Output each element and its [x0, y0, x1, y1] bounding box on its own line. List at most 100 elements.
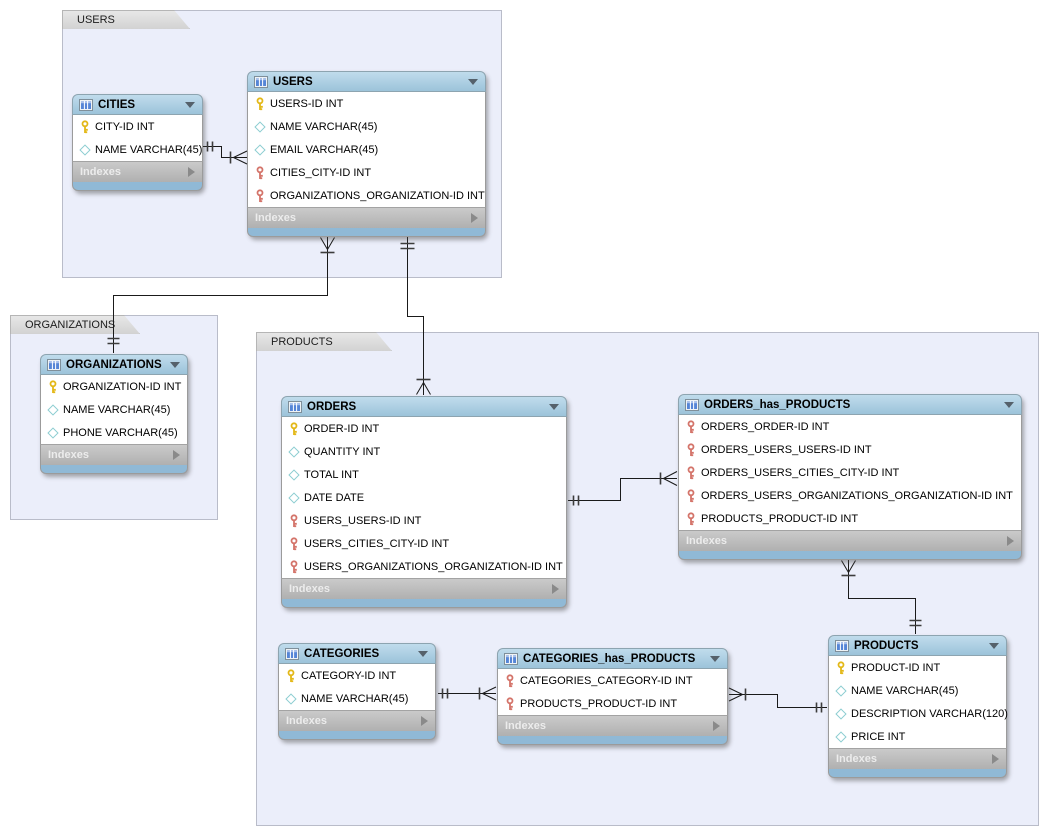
indexes-label: Indexes	[255, 212, 296, 224]
column-row[interactable]: PRODUCTS_PRODUCT-ID INT	[498, 692, 727, 715]
table-icon	[504, 653, 518, 665]
column-row[interactable]: CATEGORIES_CATEGORY-ID INT	[498, 669, 727, 692]
table-footer-strip	[281, 599, 567, 608]
column-row[interactable]: ORGANIZATION-ID INT	[41, 375, 187, 398]
indexes-bar[interactable]: Indexes	[281, 578, 567, 599]
column-row[interactable]: USERS-ID INT	[248, 92, 485, 115]
indexes-bar[interactable]: Indexes	[247, 207, 486, 228]
table-products[interactable]: PRODUCTS PRODUCT-ID INT NAME VARCHAR(45)…	[828, 635, 1008, 778]
table-title: CITIES	[98, 98, 136, 111]
column-row[interactable]: CATEGORY-ID INT	[279, 664, 435, 687]
primary-key-icon	[835, 661, 847, 675]
attribute-diamond-icon	[288, 445, 300, 458]
table-categories[interactable]: CATEGORIES CATEGORY-ID INT NAME VARCHAR(…	[278, 643, 436, 740]
table-icon	[47, 359, 61, 371]
collapse-arrow-icon[interactable]	[710, 655, 720, 662]
primary-key-icon	[285, 669, 297, 683]
column-row[interactable]: USERS_CITIES_CITY-ID INT	[282, 532, 566, 555]
indexes-bar[interactable]: Indexes	[72, 161, 203, 182]
attribute-diamond-icon	[835, 707, 847, 720]
collapse-arrow-icon[interactable]	[468, 78, 478, 85]
column-row[interactable]: ORDERS_USERS_ORGANIZATIONS_ORGANIZATION-…	[679, 484, 1021, 507]
attribute-diamond-icon	[835, 684, 847, 697]
foreign-key-icon	[685, 489, 697, 503]
column-row[interactable]: USERS_USERS-ID INT	[282, 509, 566, 532]
indexes-bar[interactable]: Indexes	[828, 748, 1007, 769]
column-row[interactable]: DESCRIPTION VARCHAR(120)	[829, 702, 1008, 725]
table-header[interactable]: PRODUCTS	[828, 635, 1007, 656]
group-tab-products[interactable]: PRODUCTS	[256, 332, 392, 351]
column-row[interactable]: CITY-ID INT	[73, 115, 202, 138]
indexes-bar[interactable]: Indexes	[40, 444, 188, 465]
indexes-bar[interactable]: Indexes	[678, 530, 1022, 551]
collapse-arrow-icon[interactable]	[989, 642, 999, 649]
column-row[interactable]: PRICE INT	[829, 725, 1006, 748]
column-row[interactable]: QUANTITY INT	[282, 440, 566, 463]
group-tab-users[interactable]: USERS	[62, 10, 190, 29]
attribute-diamond-icon	[79, 143, 91, 156]
indexes-label: Indexes	[836, 753, 877, 765]
group-label: USERS	[77, 14, 115, 26]
foreign-key-icon	[685, 443, 697, 457]
table-organizations[interactable]: ORGANIZATIONS ORGANIZATION-ID INT NAME V…	[40, 354, 188, 474]
column-row[interactable]: PRODUCTS_PRODUCT-ID INT	[679, 507, 1021, 530]
column-row[interactable]: NAME VARCHAR(45)	[829, 679, 1006, 702]
expand-arrow-icon	[552, 584, 559, 594]
table-header[interactable]: CATEGORIES_has_PRODUCTS	[497, 648, 728, 669]
expand-arrow-icon	[713, 721, 720, 731]
column-row[interactable]: USERS_ORGANIZATIONS_ORGANIZATION-ID INT	[282, 555, 566, 578]
indexes-label: Indexes	[48, 449, 89, 461]
expand-arrow-icon	[1007, 536, 1014, 546]
table-header[interactable]: ORDERS	[281, 396, 567, 417]
column-row[interactable]: DATE DATE	[282, 486, 566, 509]
column-row[interactable]: ORGANIZATIONS_ORGANIZATION-ID INT	[248, 184, 485, 207]
column-row[interactable]: NAME VARCHAR(45)	[248, 115, 485, 138]
indexes-label: Indexes	[505, 720, 546, 732]
table-header[interactable]: CITIES	[72, 94, 203, 115]
table-header[interactable]: USERS	[247, 71, 486, 92]
table-orders[interactable]: ORDERS ORDER-ID INT QUANTITY INT TOTAL I…	[281, 396, 567, 608]
indexes-label: Indexes	[286, 715, 327, 727]
expand-arrow-icon	[992, 754, 999, 764]
collapse-arrow-icon[interactable]	[549, 403, 559, 410]
table-users[interactable]: USERS USERS-ID INT NAME VARCHAR(45) EMAI…	[247, 71, 486, 237]
collapse-arrow-icon[interactable]	[418, 650, 428, 657]
column-row[interactable]: CITIES_CITY-ID INT	[248, 161, 485, 184]
column-row[interactable]: ORDERS_USERS_CITIES_CITY-ID INT	[679, 461, 1021, 484]
attribute-diamond-icon	[254, 143, 266, 156]
table-cities[interactable]: CITIES CITY-ID INT NAME VARCHAR(45) Inde…	[72, 94, 203, 191]
indexes-bar[interactable]: Indexes	[497, 715, 728, 736]
column-row[interactable]: PRODUCT-ID INT	[829, 656, 1006, 679]
column-row[interactable]: EMAIL VARCHAR(45)	[248, 138, 485, 161]
table-header[interactable]: CATEGORIES	[278, 643, 436, 664]
indexes-label: Indexes	[289, 583, 330, 595]
table-header[interactable]: ORDERS_has_PRODUCTS	[678, 394, 1022, 415]
collapse-arrow-icon[interactable]	[1004, 401, 1014, 408]
foreign-key-icon	[288, 537, 300, 551]
column-row[interactable]: PHONE VARCHAR(45)	[41, 421, 187, 444]
table-header[interactable]: ORGANIZATIONS	[40, 354, 188, 375]
column-row[interactable]: NAME VARCHAR(45)	[73, 138, 202, 161]
column-row[interactable]: TOTAL INT	[282, 463, 566, 486]
column-row[interactable]: NAME VARCHAR(45)	[41, 398, 187, 421]
table-orders-has-products[interactable]: ORDERS_has_PRODUCTS ORDERS_ORDER-ID INT …	[678, 394, 1022, 560]
table-icon	[288, 401, 302, 413]
column-row[interactable]: ORDERS_ORDER-ID INT	[679, 415, 1021, 438]
column-row[interactable]: ORDER-ID INT	[282, 417, 566, 440]
group-tab-organizations[interactable]: ORGANIZATIONS	[10, 315, 140, 334]
attribute-diamond-icon	[288, 491, 300, 504]
collapse-arrow-icon[interactable]	[170, 361, 180, 368]
primary-key-icon	[79, 120, 91, 134]
group-label: PRODUCTS	[271, 336, 333, 348]
attribute-diamond-icon	[254, 120, 266, 133]
table-categories-has-products[interactable]: CATEGORIES_has_PRODUCTS CATEGORIES_CATEG…	[497, 648, 728, 745]
column-row[interactable]: ORDERS_USERS_USERS-ID INT	[679, 438, 1021, 461]
expand-arrow-icon	[173, 450, 180, 460]
table-title: PRODUCTS	[854, 639, 919, 652]
column-row[interactable]: NAME VARCHAR(45)	[279, 687, 435, 710]
table-icon	[254, 76, 268, 88]
table-icon	[835, 640, 849, 652]
indexes-bar[interactable]: Indexes	[278, 710, 436, 731]
collapse-arrow-icon[interactable]	[185, 101, 195, 108]
